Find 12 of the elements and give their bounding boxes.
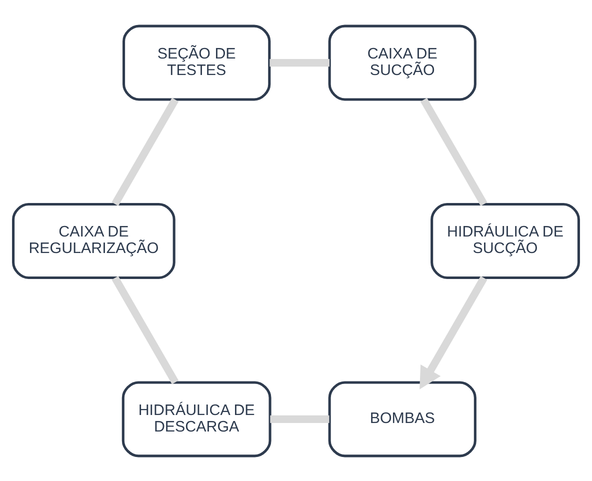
node-box: BOMBAS xyxy=(328,380,476,457)
node-box: SEÇÃO DE TESTES xyxy=(122,24,271,100)
connector xyxy=(112,275,179,384)
connector xyxy=(270,414,330,423)
connector xyxy=(270,58,330,66)
connector xyxy=(112,97,179,206)
connector xyxy=(420,97,488,206)
node-box: CAIXA DE REGULARIZAÇÃO xyxy=(12,202,176,278)
node-box: CAIXA DE SUCÇÃO xyxy=(328,24,476,100)
arrow xyxy=(420,276,488,389)
node-box: HIDRÁULICA DE SUCÇÃO xyxy=(430,202,580,278)
node-box: HIDRÁULICA DE DESCARGA xyxy=(122,380,272,457)
